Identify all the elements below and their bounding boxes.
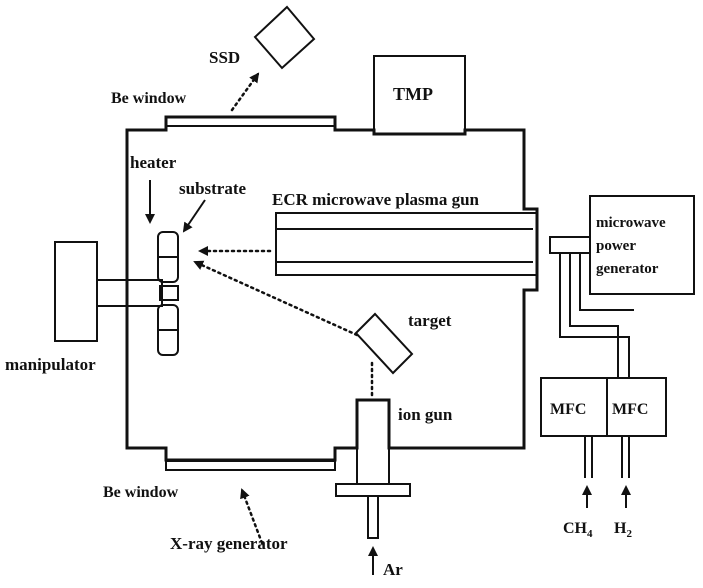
ion-gun-label: ion gun [398,405,453,424]
substrate-label: substrate [179,179,247,198]
gas-outlet-lines [584,436,630,478]
ecr-plasma-gun [275,212,538,276]
ch4-label: CH4 [563,520,593,540]
ssd-detector [253,5,316,70]
gas-line [559,253,634,378]
substrate-pointer-arrow [182,199,206,233]
tmp-label: TMP [393,84,433,104]
microwave-power-generator [589,195,695,295]
microwave-label-line3: generator [596,261,659,277]
h2-label: H2 [614,520,632,540]
microwave-label-line1: microwave [596,215,666,231]
manipulator-stem [159,285,179,301]
vacuum-chamber [125,115,539,462]
ssd-label: SSD [209,48,240,67]
manipulator-arm [96,279,163,307]
ecr-gun-label: ECR microwave plasma gun [272,190,480,209]
ion-gun-inlet-tube [367,495,379,539]
h2-label-subscript: 2 [626,528,632,540]
target [354,312,414,375]
sputter-beam-arrow [193,260,359,337]
be-window-top [165,116,336,127]
waveguide [549,236,591,254]
ch4-label-subscript: 4 [587,528,593,540]
xray-generator-label: X-ray generator [170,534,288,553]
heater-label: heater [130,153,177,172]
ch4-label-base: CH [563,520,588,537]
mfc-left-label: MFC [550,401,586,418]
microwave-label-line2: power [596,238,636,254]
be-window-bottom [165,460,336,471]
be-window-bottom-label: Be window [103,484,179,501]
ion-gun [356,399,390,485]
mfc-right-box [606,377,667,437]
mfc-right-label: MFC [612,401,648,418]
tmp-pump [373,55,466,135]
be-window-top-label: Be window [111,90,187,107]
ecr-gun-inner-lines [276,228,533,263]
ion-gun-flange [335,483,411,497]
manipulator-label: manipulator [5,355,96,374]
manipulator-body [54,241,98,342]
ar-label: Ar [383,560,403,579]
xray-to-ssd-arrow [230,72,260,112]
target-label: target [408,311,452,330]
h2-label-base: H [614,520,627,537]
xray-beam-arrow [240,488,264,545]
